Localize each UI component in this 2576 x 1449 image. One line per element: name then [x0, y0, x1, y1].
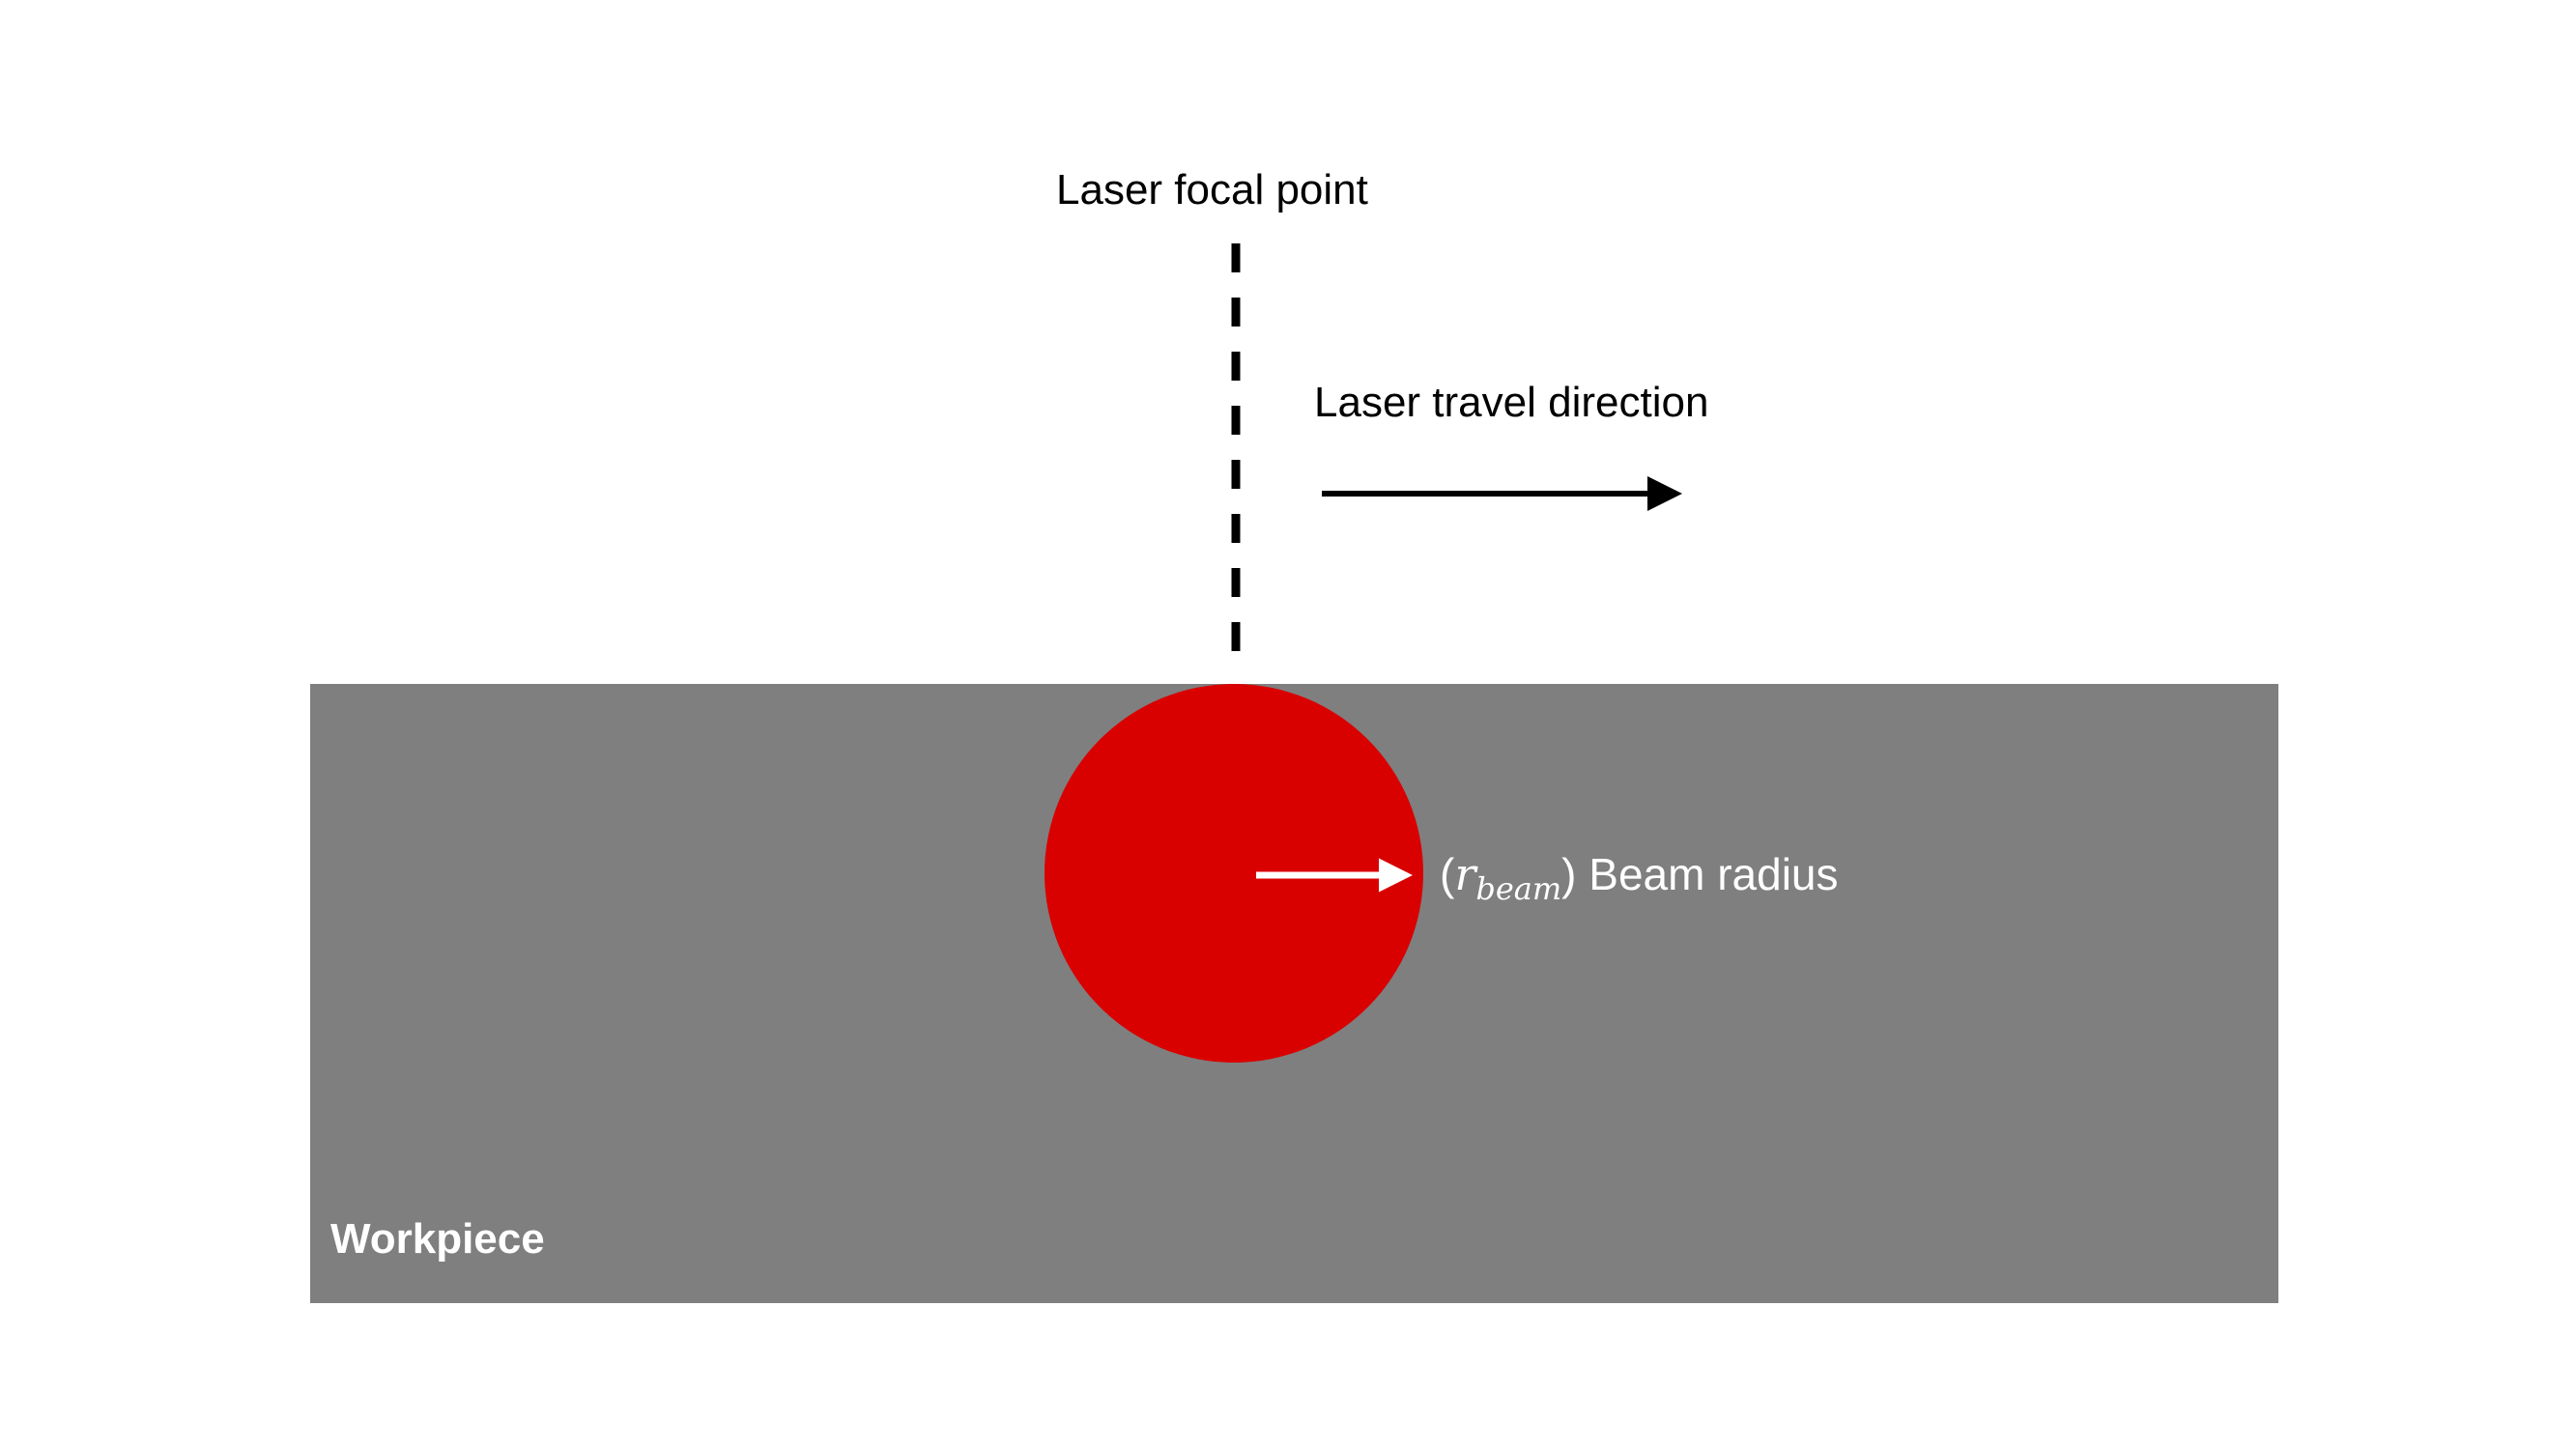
- beam-radius-subscript: beam: [1475, 870, 1562, 908]
- beam-radius-text: Beam radius: [1589, 849, 1839, 899]
- beam-radius-label: (rbeam) Beam radius: [1440, 848, 1839, 908]
- workpiece-label: Workpiece: [330, 1215, 545, 1263]
- travel-direction-label: Laser travel direction: [1314, 379, 1709, 426]
- beam-radius-symbol: r: [1454, 848, 1476, 900]
- focal-point-label: Laser focal point: [1056, 166, 1368, 213]
- laser-beam-spot: [1045, 684, 1423, 1063]
